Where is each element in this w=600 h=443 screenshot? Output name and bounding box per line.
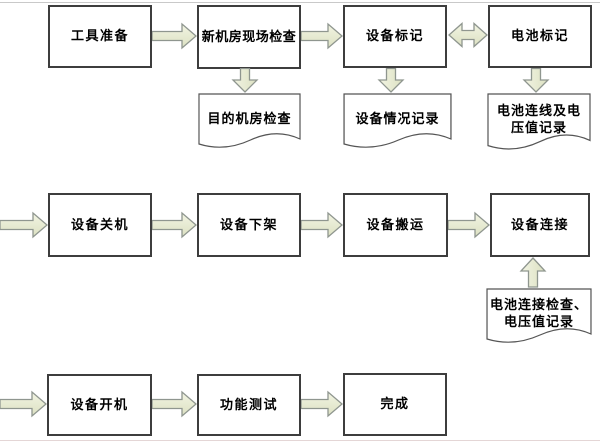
arrow-right-icon (152, 389, 197, 419)
document-shape-icon (343, 93, 452, 148)
flow-box-label: 设备开机 (70, 396, 129, 412)
arrow-right-icon (448, 210, 490, 240)
doc-equipment-status-record: 设备情况记录 (343, 93, 452, 155)
doc-battery-connection-check-voltage-record: 电池连接检查、电压值记录 (486, 288, 592, 350)
doc-battery-wiring-voltage-record: 电池连线及电压值记录 (487, 93, 591, 157)
doc-label: 设备情况记录 (355, 110, 440, 126)
top-border-line (0, 2, 600, 3)
arrow-double-icon (448, 20, 488, 50)
arrow-right-icon (152, 210, 197, 240)
flow-box-label: 设备搬运 (366, 216, 425, 232)
flow-box-label: 功能测试 (219, 396, 278, 412)
doc-destination-room-check: 目的机房检查 (198, 93, 301, 155)
flow-box-label: 设备关机 (70, 216, 129, 232)
arrow-down-icon (230, 68, 260, 93)
flow-box-label: 新机房现场检查 (201, 28, 297, 44)
flow-box-label: 设备下架 (219, 216, 278, 232)
document-shape-icon (198, 93, 301, 148)
arrow-right-icon (152, 21, 197, 51)
flow-box-label: 工具准备 (70, 28, 129, 44)
flow-box-function-test: 功能测试 (197, 374, 301, 436)
entry-arrow-right-icon (0, 389, 47, 419)
arrow-up-icon (518, 257, 548, 288)
flow-box-equipment-transport: 设备搬运 (343, 193, 448, 257)
flow-box-equipment-unracking: 设备下架 (197, 193, 301, 257)
flow-box-label: 完成 (380, 396, 410, 412)
flow-box-tool-preparation: 工具准备 (48, 5, 152, 68)
doc-label: 电池连线及电压值记录 (496, 103, 581, 135)
arrow-down-icon (376, 68, 406, 93)
flow-box-label: 设备连接 (510, 216, 569, 232)
arrow-right-icon (301, 21, 343, 51)
doc-label: 电池连接检查、电压值记录 (490, 297, 589, 329)
arrow-down-icon (521, 68, 551, 93)
flow-box-label: 设备标记 (365, 28, 424, 44)
flow-box-battery-marking: 电池标记 (488, 5, 592, 68)
document-shape-icon (487, 93, 591, 150)
doc-label: 目的机房检查 (207, 110, 292, 126)
bottom-border-line (0, 440, 600, 441)
flow-box-new-room-site-check: 新机房现场检查 (197, 5, 301, 69)
flow-box-complete: 完成 (343, 373, 447, 436)
flow-box-equipment-marking: 设备标记 (343, 5, 447, 68)
flow-box-equipment-poweron: 设备开机 (47, 374, 152, 436)
arrow-right-icon (301, 210, 343, 240)
document-shape-icon (486, 288, 592, 343)
entry-arrow-right-icon (0, 210, 48, 240)
flow-box-equipment-connection: 设备连接 (490, 193, 590, 257)
flow-box-label: 电池标记 (510, 28, 569, 44)
flow-box-equipment-shutdown: 设备关机 (48, 193, 152, 257)
arrow-right-icon (301, 389, 343, 419)
